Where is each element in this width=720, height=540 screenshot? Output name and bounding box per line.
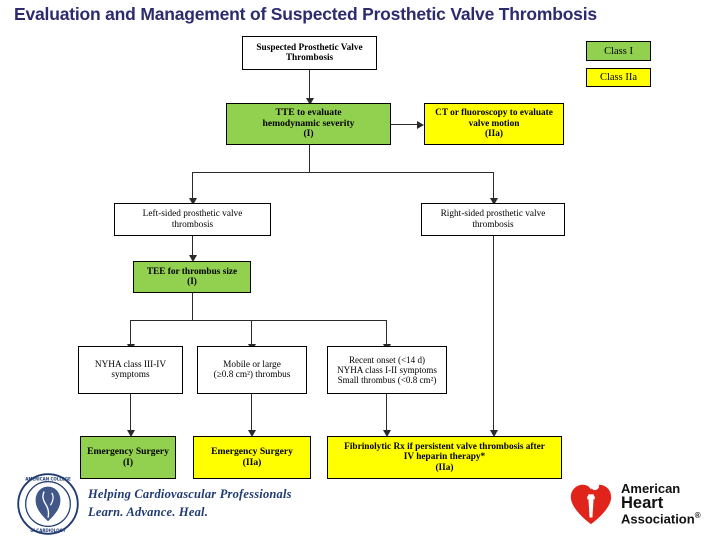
acc-seal-icon: AMERICAN COLLEGE of CARDIOLOGY bbox=[17, 473, 79, 535]
node-suspected-text: Suspected Prosthetic Valve Thrombosis bbox=[246, 43, 373, 64]
arrowhead-left-sided bbox=[188, 198, 197, 205]
node-fibrinolytic-class: (IIa) bbox=[435, 462, 454, 473]
aha-line3: Association bbox=[621, 511, 695, 527]
node-right-sided-prosthetic-valve-thrombosis: Right-sided prosthetic valve thrombosis bbox=[421, 203, 565, 236]
node-emergency-surgery-class-iia: Emergency Surgery (IIa) bbox=[193, 436, 311, 479]
node-tee-class: (I) bbox=[187, 277, 197, 287]
connector-split-left-sided bbox=[192, 172, 194, 200]
arrowhead-fibrinolytic-left bbox=[382, 430, 391, 437]
node-emergency-surgery-class-i: Emergency Surgery (I) bbox=[80, 436, 176, 479]
node-emergency-surgery-iia-line1: Emergency Surgery bbox=[211, 445, 293, 457]
node-right-sided-line2: thrombosis bbox=[472, 219, 514, 230]
node-ct-line2: valve motion bbox=[468, 118, 520, 129]
node-suspected-line2: Thrombosis bbox=[285, 53, 334, 63]
aha-line2: Heart bbox=[621, 494, 664, 513]
arrowhead-fibrinolytic-right bbox=[489, 430, 498, 437]
node-ct-or-fluoroscopy: CT or fluoroscopy to evaluate valve moti… bbox=[424, 103, 564, 145]
legend-class-iia: Class IIa bbox=[586, 68, 651, 87]
legend-class-iia-label: Class IIa bbox=[599, 72, 638, 83]
node-tte-hemodynamic-severity: TTE to evaluate hemodynamic severity (I) bbox=[226, 103, 391, 145]
node-suspected-line1: Suspected Prosthetic Valve bbox=[256, 42, 363, 53]
node-mobile-or-large-thrombus: Mobile or large (≥0.8 cm²) thrombus bbox=[197, 346, 307, 394]
node-recent-onset-line2: NYHA class I-II symptoms bbox=[337, 364, 437, 375]
aha-line3-wrap: Association® bbox=[621, 512, 701, 526]
node-nyha-line2: symptoms bbox=[111, 370, 150, 380]
node-recent-onset-small-thrombus: Recent onset (<14 d) NYHA class I-II sym… bbox=[327, 346, 447, 394]
connector-split-to-mobile bbox=[251, 320, 253, 346]
aha-line1: American bbox=[621, 481, 681, 496]
arrowhead-ct bbox=[417, 120, 424, 129]
node-left-sided-line2: thrombosis bbox=[171, 219, 214, 230]
node-nyha-line1: NYHA class III-IV bbox=[94, 359, 167, 370]
connector-tte-stem bbox=[309, 145, 311, 173]
node-fibrinolytic-line1: Fibrinolytic Rx if persistent valve thro… bbox=[344, 441, 545, 452]
connector-nyha-to-emergency-surgery-i bbox=[130, 394, 132, 434]
node-emergency-surgery-i-line1: Emergency Surgery bbox=[87, 445, 169, 457]
connector-split-bar-criteria bbox=[130, 320, 387, 322]
arrowhead-emergency-surgery-i bbox=[126, 430, 135, 437]
aha-wordmark: American Heart Association® bbox=[621, 482, 701, 526]
node-ct-text: CT or fluoroscopy to evaluate valve moti… bbox=[428, 108, 560, 139]
aha-registered-mark: ® bbox=[694, 511, 701, 521]
node-recent-onset-text: Recent onset (<14 d) NYHA class I-II sym… bbox=[331, 355, 443, 386]
aha-logo: American Heart Association® bbox=[565, 478, 711, 530]
acc-tagline-line1: Helping Cardiovascular Professionals bbox=[88, 487, 292, 501]
acc-tagline: Helping Cardiovascular Professionals Lea… bbox=[88, 485, 292, 521]
svg-text:AMERICAN COLLEGE: AMERICAN COLLEGE bbox=[25, 476, 71, 481]
node-ct-line1: CT or fluoroscopy to evaluate bbox=[435, 108, 553, 119]
node-left-sided-line1: Left-sided prosthetic valve bbox=[142, 209, 243, 220]
node-left-sided-prosthetic-valve-thrombosis: Left-sided prosthetic valve thrombosis bbox=[114, 203, 271, 236]
node-left-sided-text: Left-sided prosthetic valve thrombosis bbox=[118, 209, 267, 230]
connector-tte-to-ct bbox=[391, 124, 419, 126]
node-nyha-class-iii-iv-symptoms: NYHA class III-IV symptoms bbox=[78, 346, 183, 394]
node-tte-line1: TTE to evaluate bbox=[275, 106, 342, 118]
node-suspected-prosthetic-valve-thrombosis: Suspected Prosthetic Valve Thrombosis bbox=[242, 36, 377, 70]
node-emergency-surgery-i-class: (I) bbox=[122, 456, 134, 468]
connector-suspected-to-tte bbox=[309, 70, 311, 100]
node-emergency-surgery-iia-text: Emergency Surgery (IIa) bbox=[197, 445, 307, 468]
connector-mobile-to-emergency-surgery-iia bbox=[251, 394, 253, 434]
node-fibrinolytic-rx: Fibrinolytic Rx if persistent valve thro… bbox=[327, 436, 562, 479]
connector-recent-onset-to-fibrinolytic bbox=[386, 394, 388, 434]
connector-split-to-nyha bbox=[130, 320, 132, 346]
connector-right-sided-to-fibrinolytic bbox=[493, 236, 495, 434]
node-nyha-text: NYHA class III-IV symptoms bbox=[82, 360, 179, 381]
connector-split-bar-sided bbox=[192, 172, 494, 174]
acc-tagline-line2: Learn. Advance. Heal. bbox=[88, 505, 209, 520]
node-tee-text: TEE for thrombus size (I) bbox=[137, 267, 247, 288]
node-right-sided-line1: Right-sided prosthetic valve bbox=[440, 209, 546, 220]
node-right-sided-text: Right-sided prosthetic valve thrombosis bbox=[425, 209, 561, 230]
connector-tee-stem bbox=[192, 293, 194, 321]
arrowhead-emergency-surgery-iia bbox=[247, 430, 256, 437]
node-mobile-line1: Mobile or large bbox=[223, 359, 281, 370]
node-mobile-text: Mobile or large (≥0.8 cm²) thrombus bbox=[201, 360, 303, 381]
arrowhead-right-sided bbox=[489, 198, 498, 205]
legend-class-i-label: Class I bbox=[604, 45, 633, 57]
node-fibrinolytic-line2: IV heparin therapy* bbox=[403, 452, 486, 463]
legend-class-i: Class I bbox=[586, 41, 651, 61]
node-emergency-surgery-iia-class: (IIa) bbox=[242, 456, 262, 468]
connector-split-right-sided bbox=[493, 172, 495, 200]
page-title: Evaluation and Management of Suspected P… bbox=[14, 4, 597, 24]
node-mobile-line2: (≥0.8 cm²) thrombus bbox=[213, 370, 291, 380]
node-tee-line1: TEE for thrombus size bbox=[146, 266, 238, 277]
connector-left-sided-to-tee bbox=[192, 236, 194, 258]
node-recent-onset-line1: Recent onset (<14 d) bbox=[348, 354, 426, 365]
node-tee-for-thrombus-size: TEE for thrombus size (I) bbox=[133, 261, 251, 293]
node-tte-text: TTE to evaluate hemodynamic severity (I) bbox=[230, 106, 387, 140]
arrowhead-tee bbox=[188, 255, 197, 262]
node-tte-class: (I) bbox=[303, 128, 314, 140]
node-emergency-surgery-i-text: Emergency Surgery (I) bbox=[84, 445, 172, 468]
node-ct-class: (IIa) bbox=[484, 129, 504, 140]
node-recent-onset-line3: Small thrombus (<0.8 cm²) bbox=[337, 375, 437, 386]
heart-torch-icon bbox=[570, 482, 612, 525]
connector-split-to-recent-onset bbox=[386, 320, 388, 346]
svg-text:of CARDIOLOGY: of CARDIOLOGY bbox=[30, 528, 65, 533]
arrowhead-tte bbox=[305, 98, 314, 105]
node-fibrinolytic-text: Fibrinolytic Rx if persistent valve thro… bbox=[331, 442, 558, 473]
node-tte-line2: hemodynamic severity bbox=[262, 117, 355, 129]
